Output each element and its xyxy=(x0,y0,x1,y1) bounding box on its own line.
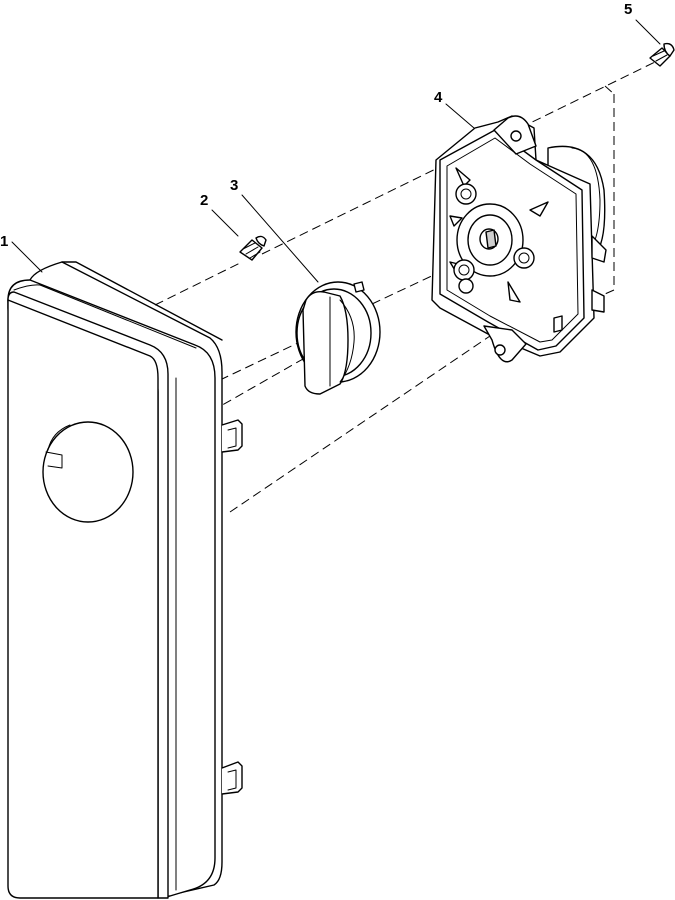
knob-icon xyxy=(295,281,381,395)
callout-number: 1 xyxy=(0,233,8,250)
screw-icon xyxy=(239,235,267,261)
screw-icon xyxy=(649,42,675,67)
part-label-5: 5 xyxy=(624,1,661,45)
timer-switch-icon xyxy=(431,115,607,363)
part-label-4: 4 xyxy=(434,89,475,129)
callout-number: 4 xyxy=(434,89,443,106)
housing-cover-icon xyxy=(7,261,243,899)
part-label-2: 2 xyxy=(200,192,239,237)
part-label-1: 1 xyxy=(0,233,43,273)
callout-number: 5 xyxy=(624,1,632,18)
callout-number: 3 xyxy=(230,177,238,194)
callout-number: 2 xyxy=(200,192,208,209)
part-label-3: 3 xyxy=(230,177,319,283)
